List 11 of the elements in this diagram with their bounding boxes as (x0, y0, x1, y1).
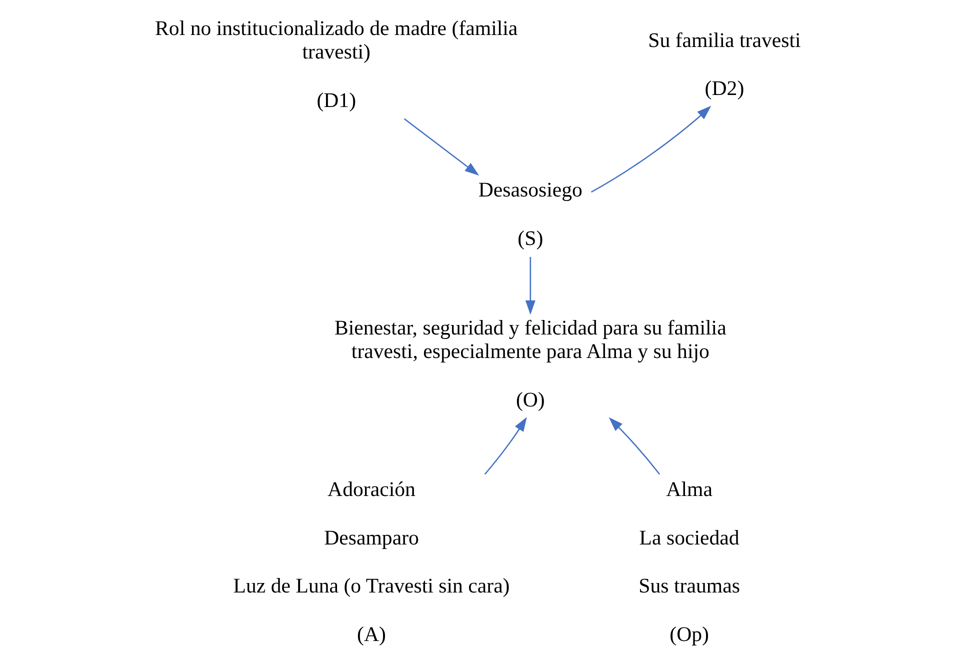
node-text: Rol no institucionalizado de madre (familia travesti) (D1) (154, 16, 518, 112)
arrow (524, 256, 535, 315)
node-text: Alma La sociedad Sus traumas (Op) (638, 477, 740, 646)
arrow (590, 106, 711, 193)
node-text: Su familia travesti (D2) (648, 28, 800, 100)
arrow (403, 118, 479, 176)
arrow (608, 417, 660, 475)
node-text: Desasosiego (S) (478, 178, 582, 250)
node-text: Adoración Desamparo Luz de Luna (o Travesti sin cara) (A) (232, 477, 510, 646)
arrow (484, 417, 526, 475)
node-text: Bienestar, seguridad y felicidad para su familia travesti, especialmente para Alma y su hijo (O) (334, 316, 726, 412)
